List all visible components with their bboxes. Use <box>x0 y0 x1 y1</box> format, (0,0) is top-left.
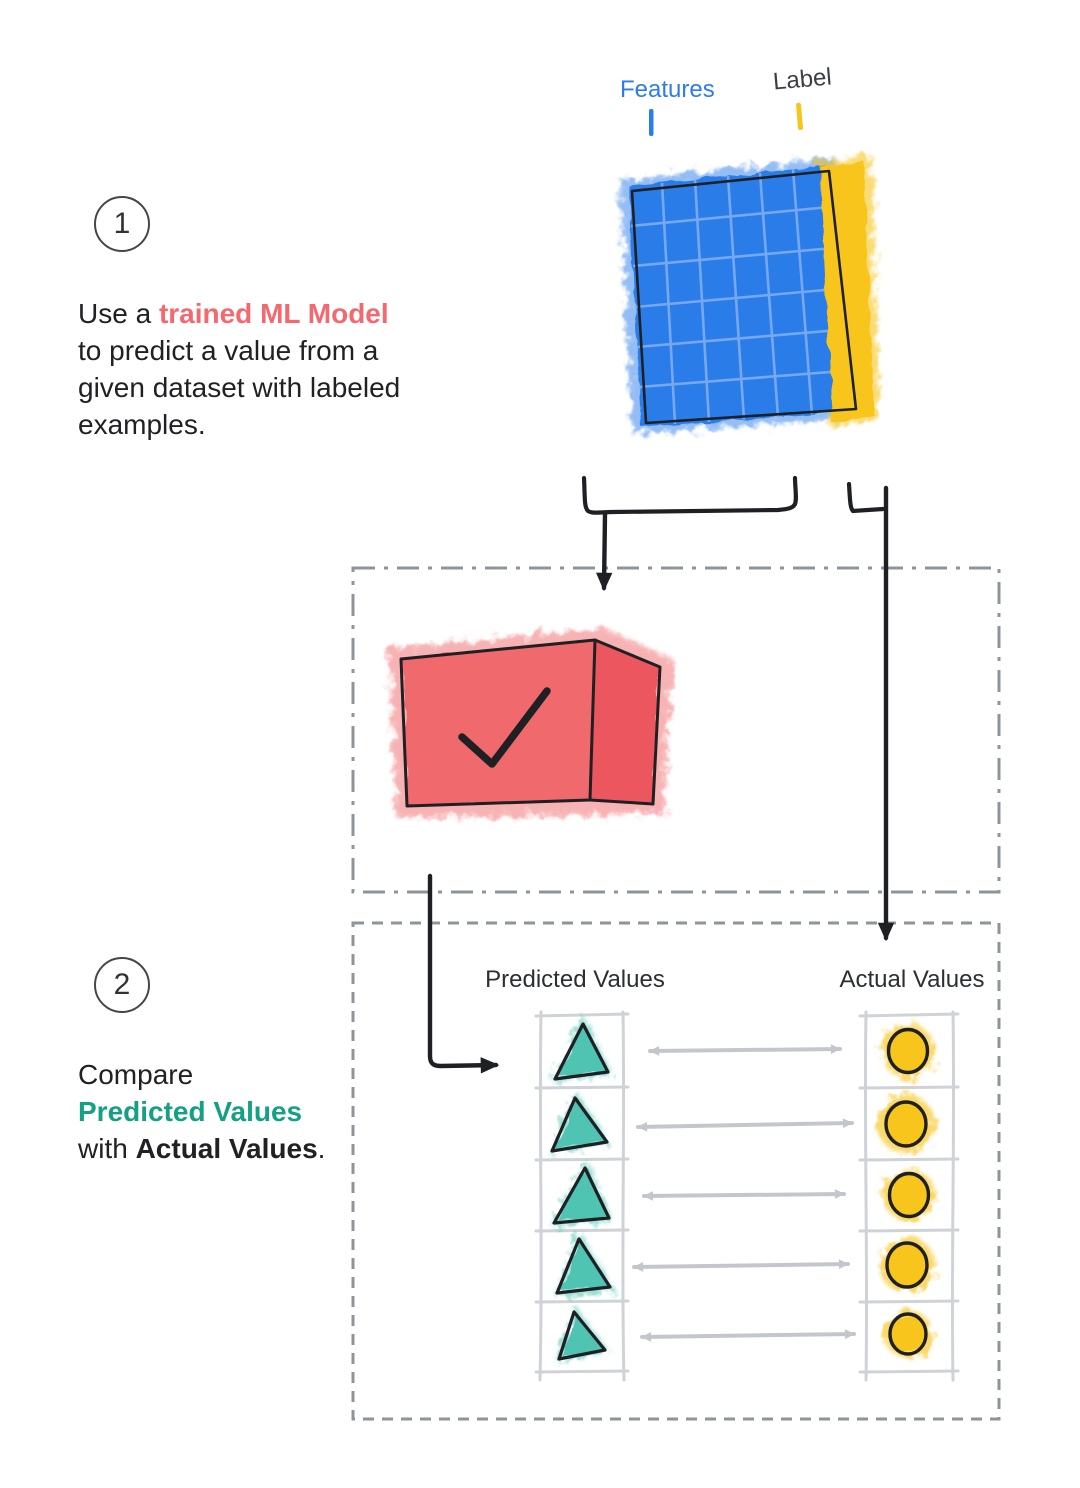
predicted-triangle-icon <box>552 1016 612 1082</box>
predicted-triangle-icon <box>554 1231 614 1297</box>
step-1-number: 1 <box>113 207 131 240</box>
label-label: Label <box>771 63 833 96</box>
step-1-badge: 1 <box>94 196 150 252</box>
actual-circle-icon <box>883 1169 935 1221</box>
actual-circle-icon <box>877 1095 935 1153</box>
dataset-illustration <box>620 155 880 434</box>
features-area <box>629 166 846 427</box>
step-2-number: 2 <box>113 968 131 1001</box>
step-1-line-1: Use a trained ML Model <box>78 298 389 329</box>
label-tick <box>796 102 804 130</box>
arrow-dataset-to-model <box>596 511 613 592</box>
predicted-triangle-icon <box>551 1160 613 1227</box>
actual-circle-icon <box>881 1024 935 1078</box>
features-label: Features <box>620 76 715 103</box>
compare-arrow <box>632 1259 850 1272</box>
compare-arrow <box>640 1329 856 1342</box>
trained-ml-model-highlight: trained ML Model <box>158 298 389 329</box>
predicted-ladder <box>534 1010 630 1382</box>
step-2-line-1: Compare <box>78 1059 194 1090</box>
step-1-line-4: examples. <box>78 409 206 440</box>
step-1-line-3: given dataset with labeled <box>78 372 401 403</box>
features-bracket <box>581 475 798 515</box>
features-tick <box>649 109 654 136</box>
step-2-description: Compare Predicted Values with Actual Val… <box>78 1056 478 1167</box>
model-box-icon <box>388 628 672 818</box>
dataset-outline <box>630 169 858 425</box>
comparison-dashed-box <box>351 921 1001 1421</box>
predicted-triangle-icon <box>549 1090 611 1155</box>
actual-circle-icon <box>879 1237 935 1293</box>
compare-arrows <box>632 1044 856 1342</box>
arrow-model-to-predicted <box>427 873 500 1074</box>
step-1-description: Use a trained ML Model to predict a valu… <box>78 295 478 443</box>
predicted-values-header: Predicted Values <box>485 966 665 993</box>
step-2-line-3: with Actual Values. <box>78 1133 326 1164</box>
label-column <box>820 161 874 424</box>
model-dashed-box <box>351 566 1001 894</box>
actual-values-highlight: Actual Values <box>135 1133 318 1164</box>
actual-values-header: Actual Values <box>839 966 985 993</box>
predicted-values-highlight: Predicted Values <box>78 1096 303 1127</box>
step-1-line-2: to predict a value from a <box>78 335 379 366</box>
compare-arrow <box>642 1189 846 1201</box>
label-bracket <box>846 481 886 514</box>
predicted-triangle-icon <box>556 1304 609 1362</box>
step-2-badge: 2 <box>94 957 150 1013</box>
compare-arrow <box>648 1044 842 1056</box>
actual-ladder <box>858 1010 960 1382</box>
compare-arrow <box>636 1118 854 1132</box>
checkmark-icon <box>458 687 551 768</box>
actual-circle-icon <box>884 1310 932 1358</box>
dataset-grid <box>630 168 844 425</box>
